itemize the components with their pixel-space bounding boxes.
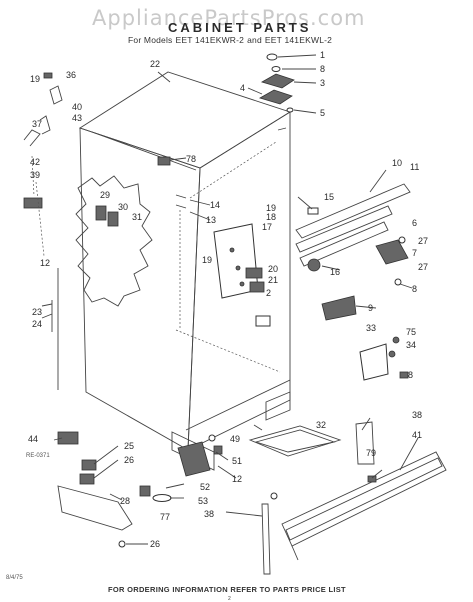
part-callout-32: 32 — [316, 420, 326, 430]
revision-date: 8/4/75 — [6, 575, 23, 581]
part-callout-44: 44 — [28, 434, 38, 444]
part-callout-7: 7 — [412, 248, 417, 258]
part-callout-42: 42 — [30, 157, 40, 167]
part-callout-9: 9 — [368, 303, 373, 313]
leader-lines — [31, 54, 419, 545]
watermark: AppliancePartsPros.com — [92, 6, 366, 30]
insulation-panel — [75, 175, 153, 307]
part-callout-12: 12 — [40, 258, 50, 268]
part-callout-53: 53 — [198, 496, 208, 506]
part-callout-12: 12 — [232, 474, 242, 484]
part-callout-14: 14 — [210, 200, 220, 210]
part-callout-19: 19 — [30, 74, 40, 84]
part-callout-28: 28 — [120, 496, 130, 506]
part-callout-8: 8 — [412, 284, 417, 294]
part-callout-41: 41 — [412, 430, 422, 440]
part-callout-19: 19 — [202, 255, 212, 265]
part-callout-40: 40 — [72, 102, 82, 112]
part-callout-29: 29 — [100, 190, 110, 200]
part-callout-2: 2 — [266, 288, 271, 298]
part-callout-4: 4 — [240, 83, 245, 93]
part-callout-27: 27 — [418, 262, 428, 272]
left-small-parts — [23, 72, 119, 390]
part-callout-78: 78 — [186, 154, 196, 164]
part-callout-39: 39 — [30, 170, 40, 180]
part-callout-26: 26 — [150, 539, 160, 549]
center-parts — [157, 156, 271, 327]
part-callout-11: 11 — [410, 162, 419, 172]
part-callout-38: 38 — [204, 509, 214, 519]
part-callout-16: 16 — [330, 267, 340, 277]
part-callout-24: 24 — [32, 319, 42, 329]
models-and: and — [247, 35, 262, 45]
part-callout-49: 49 — [230, 434, 240, 444]
part-callout-6: 6 — [412, 218, 417, 228]
part-callout-20: 20 — [268, 264, 278, 274]
part-callout-36: 36 — [66, 70, 76, 80]
part-callout-13: 13 — [206, 215, 216, 225]
part-callout-52: 52 — [200, 482, 210, 492]
bottom-parts — [57, 421, 447, 575]
model-2: EET 141EKWL-2 — [264, 35, 333, 45]
part-callout-43: 43 — [72, 113, 82, 123]
part-callout-51: 51 — [232, 456, 242, 466]
models-prefix: For Models — [128, 35, 173, 45]
part-callout-38: 38 — [412, 410, 422, 420]
model-1: EET 141EKWR-2 — [175, 35, 245, 45]
part-callout-37: 37 — [32, 119, 42, 129]
page-number: 2 — [228, 596, 231, 602]
part-callout-77: 77 — [160, 512, 170, 522]
part-callout-31: 31 — [132, 212, 142, 222]
part-callout-25: 25 — [124, 441, 134, 451]
part-callout-27: 27 — [418, 236, 428, 246]
part-callout-34: 34 — [406, 340, 416, 350]
part-callout-8: 8 — [408, 370, 413, 380]
part-callout-79: 79 — [366, 448, 376, 458]
part-callout-17: 17 — [262, 222, 272, 232]
drawing-code: RE-0371 — [26, 453, 50, 459]
diagram-title: CABINET PARTS — [168, 20, 312, 35]
part-callout-30: 30 — [118, 202, 128, 212]
right-bracket-group — [359, 336, 409, 381]
part-callout-19: 19 — [266, 203, 276, 213]
part-callout-10: 10 — [392, 158, 402, 168]
part-callout-21: 21 — [268, 275, 278, 285]
ordering-note: FOR ORDERING INFORMATION REFER TO PARTS … — [108, 585, 346, 594]
part-callout-8: 8 — [320, 64, 325, 74]
part-callout-75: 75 — [406, 327, 416, 337]
top-hinge-assembly — [258, 53, 295, 113]
door-rails — [295, 183, 411, 321]
part-callout-22: 22 — [150, 59, 160, 69]
part-callout-5: 5 — [320, 108, 325, 118]
part-callout-33: 33 — [366, 323, 376, 333]
part-callout-23: 23 — [32, 307, 42, 317]
part-callout-15: 15 — [324, 192, 334, 202]
part-callout-18: 18 — [266, 212, 276, 222]
part-callout-3: 3 — [320, 78, 325, 88]
part-callout-26: 26 — [124, 455, 134, 465]
part-callout-1: 1 — [320, 50, 325, 60]
